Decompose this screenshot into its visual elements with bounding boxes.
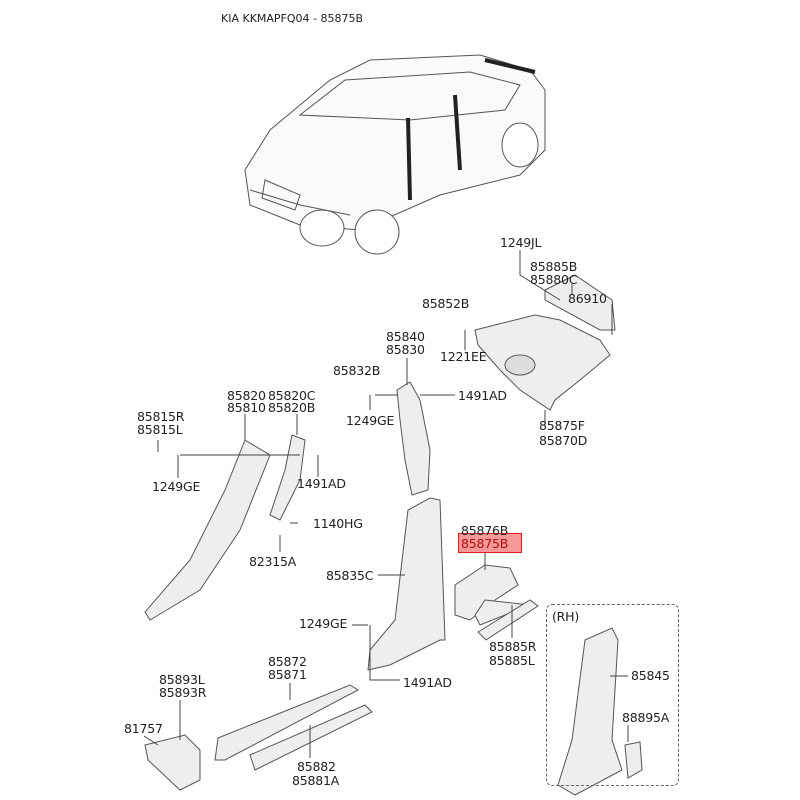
part-label-85870D[interactable]: 85870D: [539, 433, 588, 448]
part-label-85840[interactable]: 85840: [386, 329, 425, 344]
part-label-85876B[interactable]: 85876B: [461, 523, 509, 538]
vehicle-illustration: [244, 54, 546, 255]
part-label-1491AD[interactable]: 1491AD: [403, 675, 452, 690]
part-label-85820[interactable]: 85820: [227, 388, 266, 403]
part-85872: [214, 684, 360, 761]
part-85845: [557, 627, 643, 796]
rh-label: (RH): [552, 609, 580, 624]
part-label-85893L[interactable]: 85893L: [159, 672, 205, 687]
part-label-1249GE[interactable]: 1249GE: [299, 616, 348, 631]
part-85840: [396, 381, 431, 496]
part-label-85815R[interactable]: 85815R: [137, 409, 185, 424]
part-label-1249JL[interactable]: 1249JL: [500, 235, 542, 250]
highlighted-part-box: [458, 533, 522, 553]
part-label-85815L[interactable]: 85815L: [137, 422, 183, 437]
part-label-85885B[interactable]: 85885B: [530, 259, 578, 274]
part-label-85893R[interactable]: 85893R: [159, 685, 207, 700]
diagram-title: KIA KKMAPFQ04 - 85875B: [221, 12, 364, 25]
part-85875F: [474, 314, 611, 411]
part-85820: [144, 439, 271, 621]
part-85893L: [144, 734, 201, 791]
part-label-85845[interactable]: 85845: [631, 668, 670, 683]
part-label-85830[interactable]: 85830: [386, 342, 425, 357]
part-label-85885R[interactable]: 85885R: [489, 639, 537, 654]
leader-lines: [143, 250, 629, 758]
part-label-85875F[interactable]: 85875F: [539, 418, 585, 433]
part-label-85810[interactable]: 85810: [227, 400, 266, 415]
part-label-85820B[interactable]: 85820B: [268, 400, 316, 415]
part-label-1249GE[interactable]: 1249GE: [346, 413, 395, 428]
part-85820C: [269, 434, 306, 521]
rh-group-box: [546, 604, 679, 786]
part-label-85820C[interactable]: 85820C: [268, 388, 316, 403]
part-label-85880C[interactable]: 85880C: [530, 272, 578, 287]
part-85875B: [454, 564, 531, 626]
part-label-86910[interactable]: 86910: [568, 291, 607, 306]
part-label-88895A[interactable]: 88895A: [622, 710, 670, 725]
part-label-85852B[interactable]: 85852B: [422, 296, 470, 311]
part-label-85882[interactable]: 85882: [297, 759, 336, 774]
part-label-85835C[interactable]: 85835C: [326, 568, 374, 583]
part-label-85832B[interactable]: 85832B: [333, 363, 381, 378]
part-label-85875B[interactable]: 85875B: [461, 536, 509, 551]
part-label-85881A[interactable]: 85881A: [292, 773, 340, 788]
part-label-81757[interactable]: 81757: [124, 721, 163, 736]
part-label-85885L[interactable]: 85885L: [489, 653, 535, 668]
part-85885B: [544, 274, 616, 331]
part-85882: [249, 704, 373, 771]
part-label-85872[interactable]: 85872: [268, 654, 307, 669]
part-label-1140HG[interactable]: 1140HG: [313, 516, 363, 531]
part-label-85871[interactable]: 85871: [268, 667, 307, 682]
part-label-1221EE[interactable]: 1221EE: [440, 349, 487, 364]
part-label-1249GE[interactable]: 1249GE: [152, 479, 201, 494]
part-85885R: [477, 599, 539, 641]
part-label-1491AD[interactable]: 1491AD: [458, 388, 507, 403]
part-label-82315A[interactable]: 82315A: [249, 554, 297, 569]
part-label-1491AD[interactable]: 1491AD: [297, 476, 346, 491]
part-85835C: [367, 497, 446, 671]
